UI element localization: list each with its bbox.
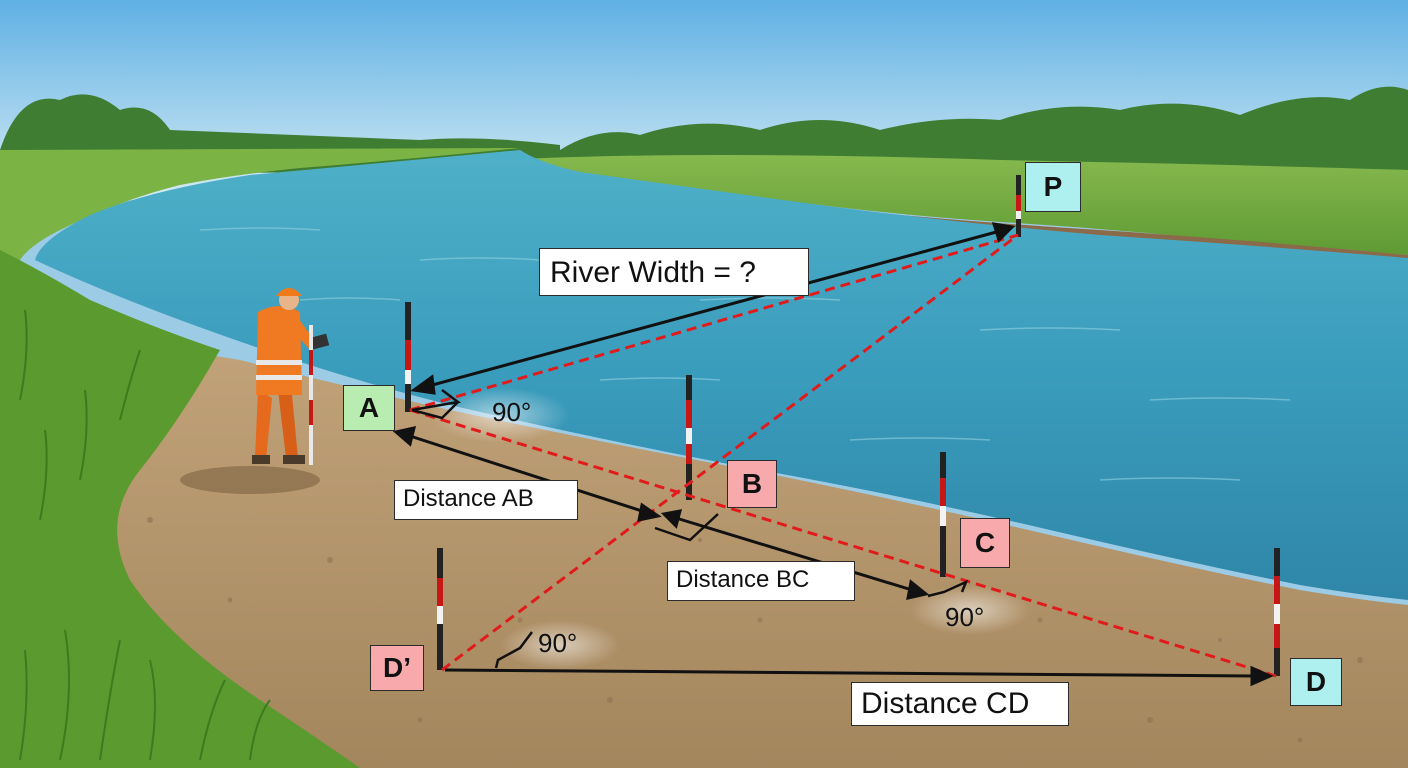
measure-lines <box>392 222 1274 687</box>
angle-dp-label: 90° <box>538 628 578 658</box>
river <box>35 150 1408 600</box>
river-width-text: River Width = ? <box>550 256 756 289</box>
distance-cd-label: Distance CD <box>851 682 1069 726</box>
sight-lines <box>409 233 1277 678</box>
distance-ab-label: Distance AB <box>394 480 578 520</box>
pole-p <box>1016 175 1021 237</box>
angle-a-label: 90° <box>492 397 532 427</box>
grass-blades <box>19 309 271 761</box>
left-far-bank <box>0 148 520 260</box>
pole-b <box>686 375 692 500</box>
far-bank <box>500 155 1408 255</box>
point-b-label: B <box>727 460 777 508</box>
glow-dp <box>500 620 620 670</box>
surveyor <box>180 288 330 494</box>
near-grass <box>0 250 360 768</box>
pole-c <box>940 452 946 577</box>
right-angle-markers <box>411 389 969 669</box>
glow-a <box>430 387 570 443</box>
point-p-label: P <box>1025 162 1081 212</box>
point-d-label: D <box>1290 658 1342 706</box>
near-bank <box>0 330 1408 768</box>
glow-c <box>910 585 1030 635</box>
angle-c-label: 90° <box>945 602 985 632</box>
far-bank-mud <box>500 166 1408 262</box>
pole-dp <box>437 548 443 670</box>
point-c-label: C <box>960 518 1010 568</box>
distance-bc-label: Distance BC <box>667 561 855 601</box>
point-a-label: A <box>343 385 395 431</box>
river-width-label: River Width = ? <box>539 248 809 296</box>
pole-d <box>1274 548 1280 676</box>
ripples <box>199 227 1291 481</box>
point-d-prime-label: D’ <box>370 645 424 691</box>
pole-a <box>405 302 411 412</box>
